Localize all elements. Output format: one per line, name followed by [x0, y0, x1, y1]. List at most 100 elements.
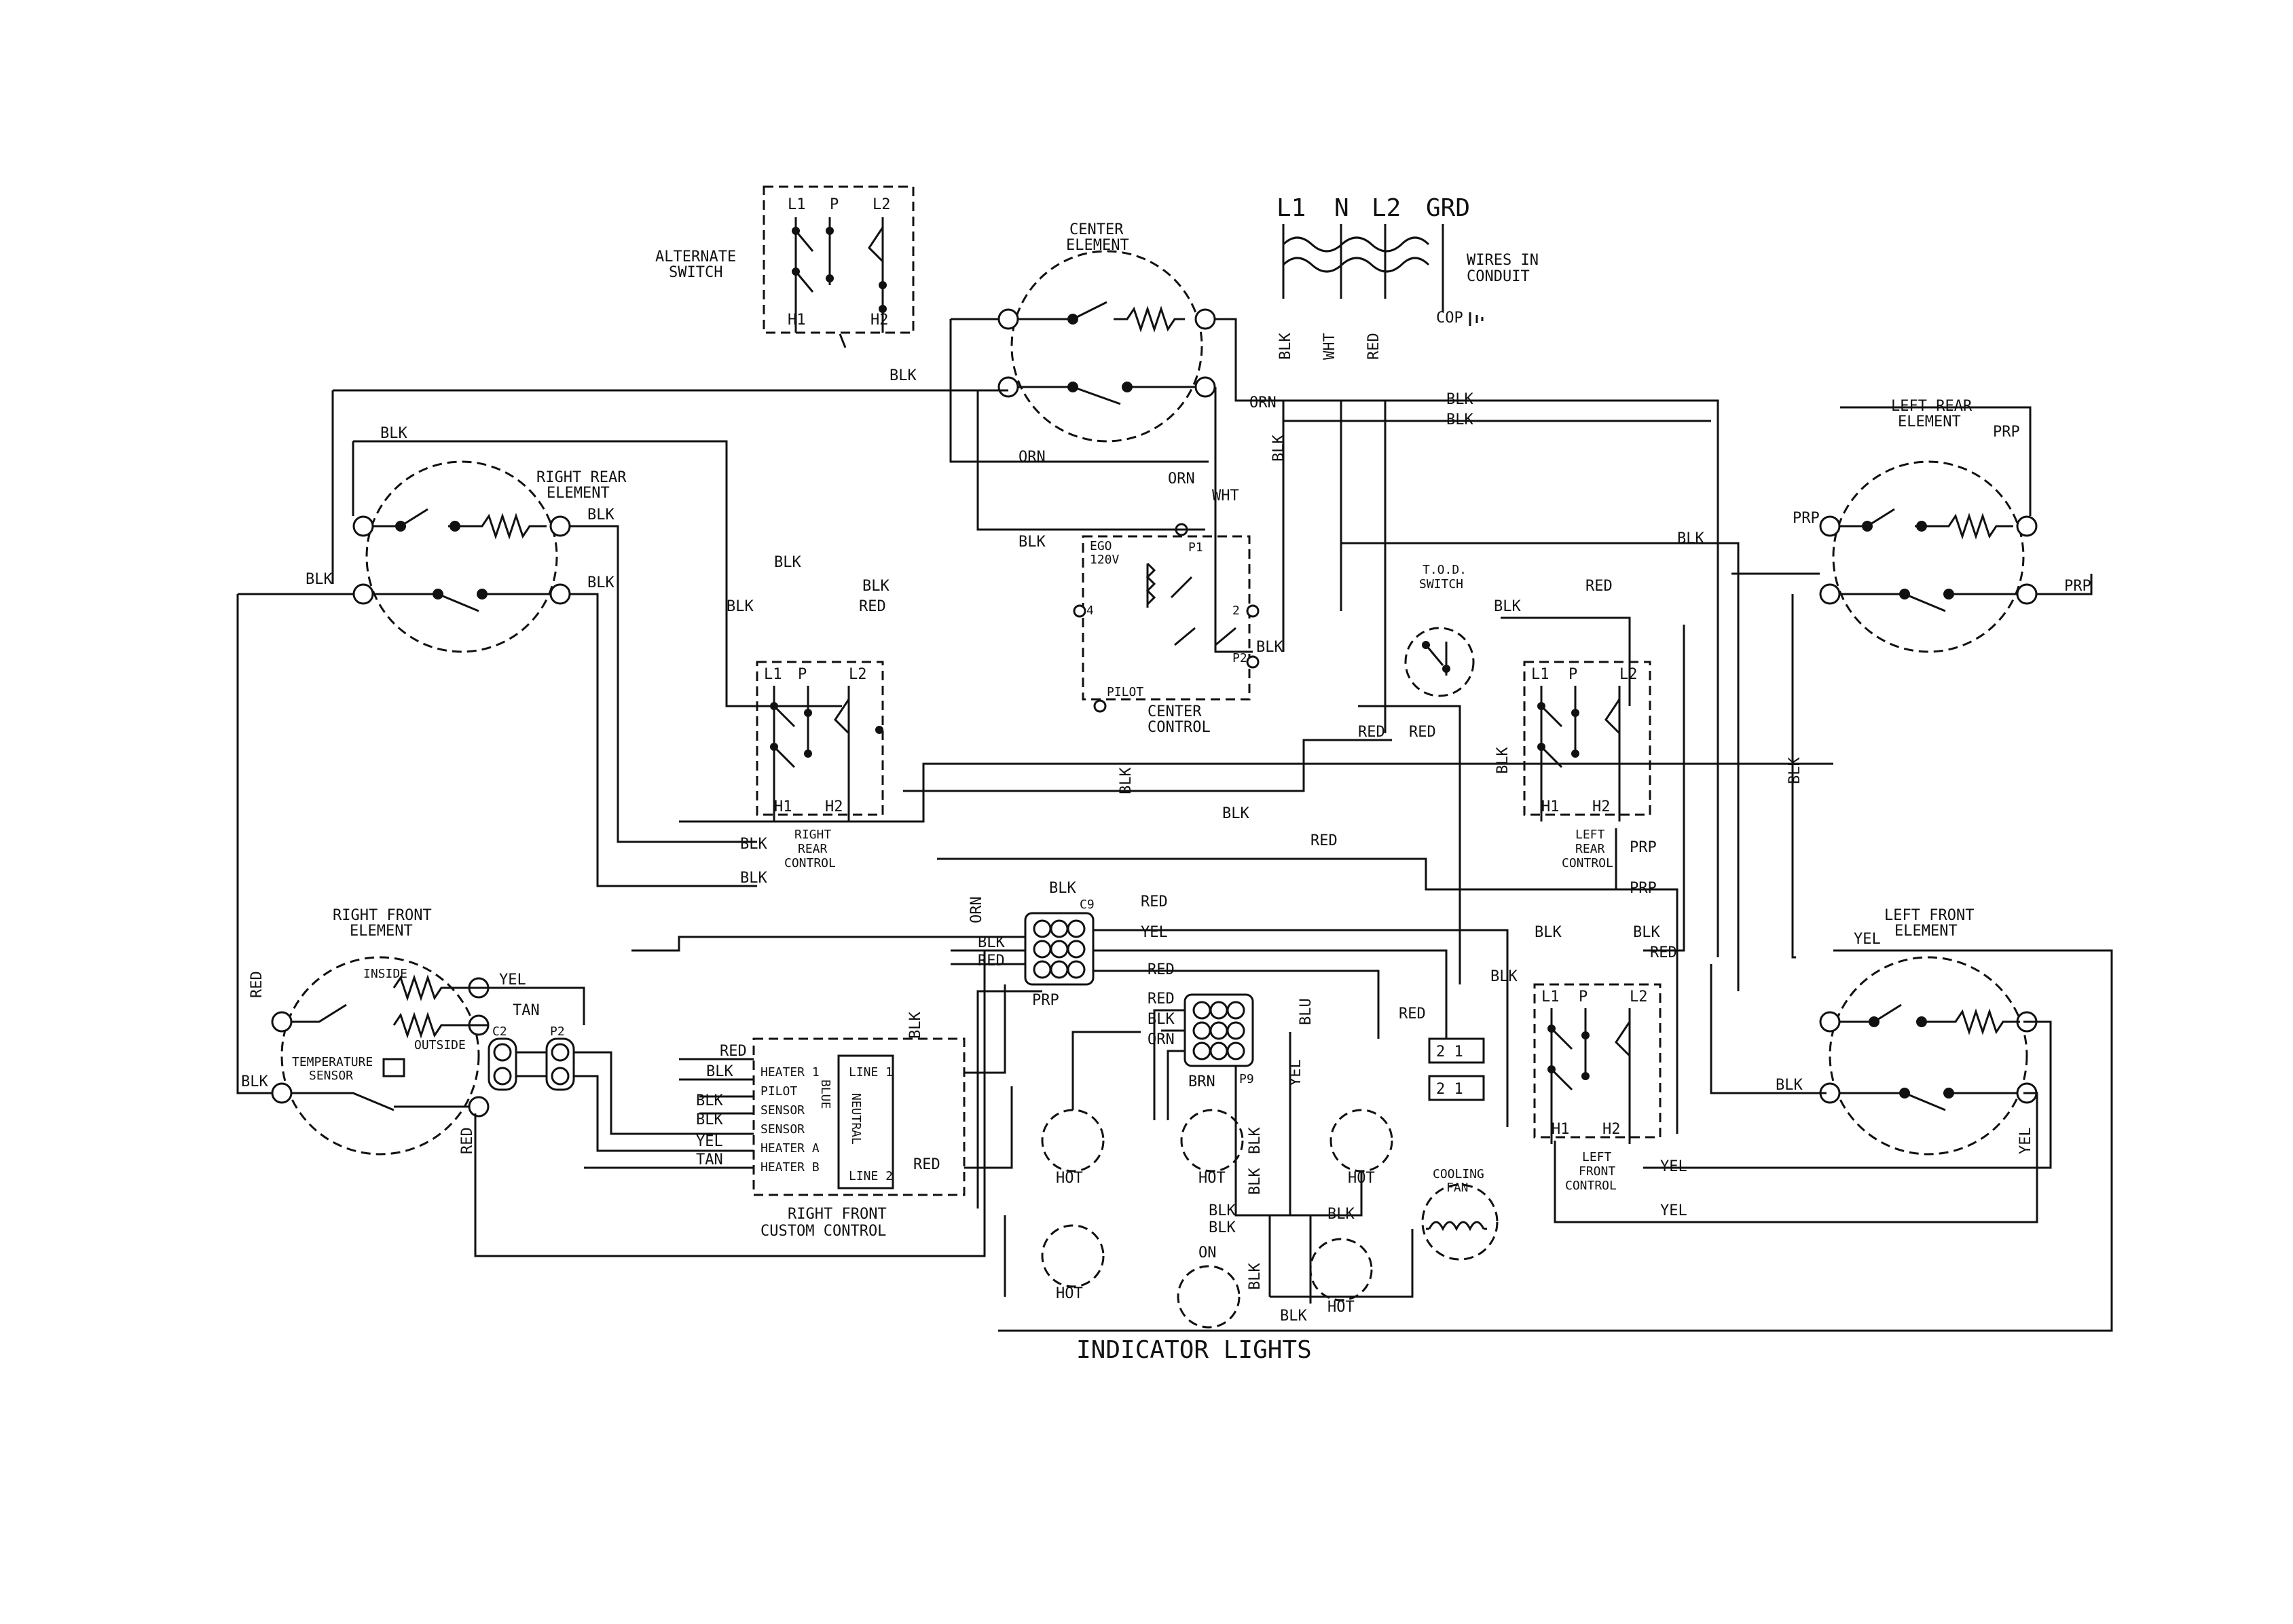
svg-text:BLK: BLK	[740, 836, 767, 853]
svg-text:RED: RED	[1141, 893, 1168, 910]
svg-text:YEL: YEL	[1141, 924, 1168, 941]
svg-text:BLK: BLK	[1446, 391, 1473, 408]
svg-text:INSIDE: INSIDE	[363, 967, 407, 981]
svg-text:PRP: PRP	[1793, 510, 1820, 527]
svg-text:RIGHT REAR: RIGHT REAR	[536, 469, 627, 486]
svg-text:LEFT: LEFT	[1582, 1150, 1612, 1164]
svg-text:ON: ON	[1198, 1244, 1217, 1261]
svg-text:C2: C2	[492, 1025, 507, 1039]
cooling-fan: 2 1 2 1 COOLING FAN	[1421, 1037, 1499, 1261]
svg-text:FRONT: FRONT	[1579, 1164, 1615, 1179]
svg-text:C9: C9	[1080, 898, 1095, 912]
svg-text:BLK: BLK	[1148, 1011, 1175, 1028]
svg-text:HOT: HOT	[1327, 1299, 1355, 1316]
c9-pins	[1033, 919, 1086, 979]
right-rear-control: L1 P L2 H1 H2 RIGHT REAR CONTROL	[756, 661, 884, 870]
indicator-lights: HOT HOT HOT HOT ON HOT INDICATOR LIGHTS	[1041, 1109, 1393, 1364]
alt-switch-h2: H2	[870, 312, 889, 329]
svg-text:P2: P2	[1232, 651, 1247, 665]
svg-text:BLK: BLK	[306, 571, 333, 588]
svg-text:EGO: EGO	[1090, 539, 1112, 553]
svg-text:2 1: 2 1	[1436, 1081, 1463, 1098]
svg-text:LEFT: LEFT	[1575, 828, 1605, 842]
svg-text:PRP: PRP	[1993, 424, 2020, 441]
svg-text:HEATER A: HEATER A	[760, 1141, 820, 1156]
svg-text:RED: RED	[859, 598, 886, 615]
svg-text:BLK: BLK	[1494, 747, 1511, 774]
svg-text:P9: P9	[1239, 1072, 1254, 1086]
svg-text:BLK: BLK	[774, 554, 801, 571]
svg-text:BLK: BLK	[1209, 1202, 1236, 1219]
svg-text:H2: H2	[825, 798, 843, 815]
svg-text:REAR: REAR	[1575, 842, 1605, 856]
connector-p2: P2	[545, 1025, 575, 1091]
svg-text:BLK: BLK	[696, 1111, 723, 1128]
svg-text:FAN: FAN	[1446, 1181, 1469, 1195]
svg-text:BLK: BLK	[1446, 411, 1473, 428]
svg-text:YEL: YEL	[1660, 1158, 1687, 1175]
svg-text:LEFT FRONT: LEFT FRONT	[1884, 907, 1974, 924]
supply-l2: L2	[1372, 194, 1401, 222]
svg-text:P2: P2	[550, 1025, 565, 1039]
supply-l1: L1	[1277, 194, 1306, 222]
svg-text:L1: L1	[1541, 989, 1560, 1005]
svg-text:ORN: ORN	[1019, 449, 1046, 466]
svg-text:BLK: BLK	[696, 1092, 723, 1109]
svg-text:H1: H1	[774, 798, 792, 815]
svg-text:RED: RED	[1650, 944, 1677, 961]
svg-text:RIGHT FRONT: RIGHT FRONT	[788, 1206, 887, 1223]
svg-text:BLK: BLK	[1247, 1127, 1264, 1154]
svg-text:BLK: BLK	[241, 1073, 268, 1090]
custom-control: HEATER 1 PILOT SENSOR SENSOR HEATER A HE…	[752, 1037, 966, 1240]
svg-text:RED: RED	[1365, 333, 1382, 360]
svg-text:REAR: REAR	[798, 842, 828, 856]
connector-p9: P9	[1184, 993, 1254, 1086]
svg-text:ELEMENT: ELEMENT	[1898, 413, 1961, 430]
left-front-control: L1 P L2 H1 H2 LEFT FRONT CONTROL	[1533, 983, 1662, 1193]
center-control: EGO 120V P1 P2 PILOT 4 2 CENTER CONTROL	[1073, 523, 1260, 736]
svg-text:WHT: WHT	[1212, 487, 1239, 504]
svg-text:L1: L1	[1531, 666, 1549, 683]
svg-text:RED: RED	[720, 1043, 747, 1060]
svg-text:PRP: PRP	[1032, 992, 1059, 1009]
svg-text:4: 4	[1086, 604, 1094, 618]
tod-switch: T.O.D. SWITCH	[1404, 563, 1475, 697]
power-supply: L1 N L2 GRD WIRES IN CONDUIT COP BLK WHT…	[1277, 194, 1539, 360]
svg-text:ELEMENT: ELEMENT	[1894, 923, 1958, 940]
svg-text:RED: RED	[1358, 724, 1385, 741]
svg-text:HEATER B: HEATER B	[760, 1160, 820, 1175]
svg-text:LINE 1: LINE 1	[849, 1065, 893, 1079]
svg-text:LINE 2: LINE 2	[849, 1169, 893, 1183]
cop-label: COP	[1436, 310, 1463, 327]
svg-text:RIGHT FRONT: RIGHT FRONT	[333, 907, 432, 924]
svg-text:BLK: BLK	[1280, 1308, 1307, 1325]
svg-text:P: P	[1569, 666, 1577, 683]
svg-text:BLUE: BLUE	[818, 1079, 832, 1109]
supply-n: N	[1334, 194, 1349, 222]
svg-text:HOT: HOT	[1198, 1170, 1226, 1187]
svg-text:RIGHT: RIGHT	[794, 828, 831, 842]
svg-text:BLK: BLK	[1490, 968, 1518, 985]
svg-text:RED: RED	[1399, 1005, 1426, 1022]
svg-text:ALTERNATE: ALTERNATE	[655, 248, 736, 265]
svg-text:HOT: HOT	[1056, 1170, 1083, 1187]
svg-text:BLK: BLK	[889, 367, 917, 384]
svg-text:CENTER: CENTER	[1148, 703, 1202, 720]
svg-text:PRP: PRP	[1630, 880, 1657, 897]
svg-text:ORN: ORN	[968, 896, 985, 923]
svg-text:BLK: BLK	[587, 574, 614, 591]
svg-text:BLK: BLK	[862, 578, 889, 595]
svg-text:RED: RED	[1148, 961, 1175, 978]
svg-text:ELEMENT: ELEMENT	[350, 923, 413, 940]
svg-text:YEL: YEL	[696, 1133, 723, 1150]
svg-text:BLK: BLK	[1222, 805, 1249, 822]
svg-text:RED: RED	[1585, 578, 1613, 595]
svg-text:ORN: ORN	[1168, 470, 1195, 487]
alt-switch-p: P	[830, 196, 839, 213]
svg-text:L2: L2	[1619, 666, 1638, 683]
svg-text:H2: H2	[1602, 1121, 1621, 1138]
svg-text:NEUTRAL: NEUTRAL	[849, 1093, 863, 1145]
svg-text:BLK: BLK	[1256, 639, 1283, 656]
svg-text:BLK: BLK	[1270, 435, 1287, 462]
svg-text:BLK: BLK	[1247, 1168, 1264, 1195]
